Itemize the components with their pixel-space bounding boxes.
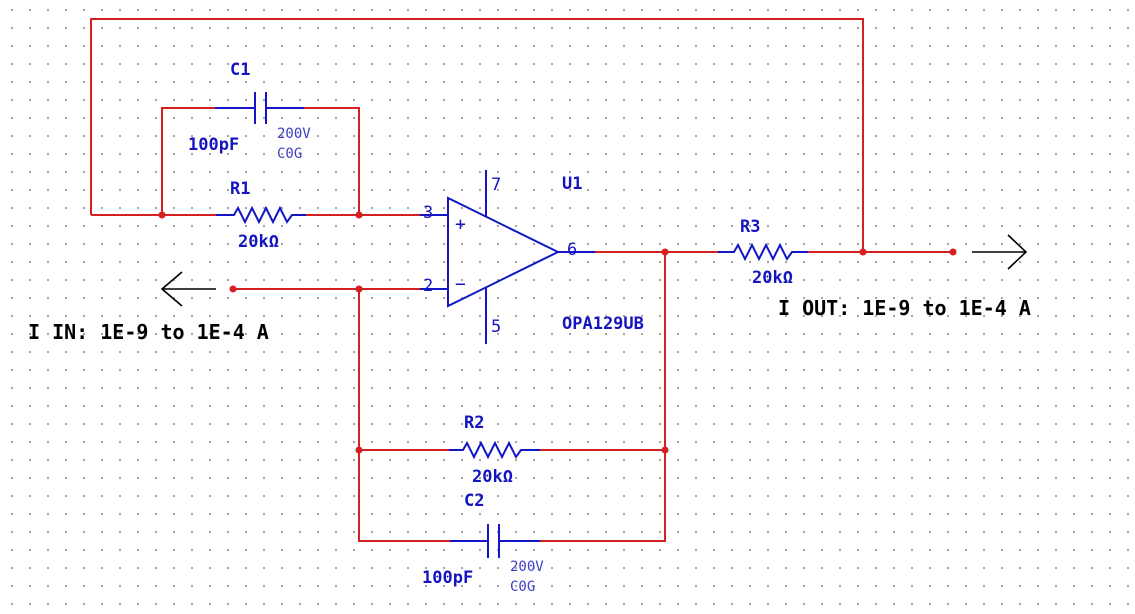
r2-ref-label: R2 (464, 413, 484, 433)
opamp-u1[interactable]: + − 3 2 6 7 5 U1 OPA129UB (420, 170, 644, 344)
resistor-r3[interactable]: R3 20kΩ (718, 217, 808, 288)
wire-outer-feedback (90, 18, 864, 252)
pin-7-label: 7 (491, 175, 501, 195)
r3-value-label: 20kΩ (752, 268, 793, 288)
resistor-r2[interactable]: R2 20kΩ (449, 413, 540, 487)
junction-dot (355, 211, 363, 219)
opamp-minus-sign: − (455, 274, 466, 295)
junction-dot (949, 248, 957, 256)
junction-dot (859, 248, 867, 256)
c2-voltage-label: 200V (510, 559, 544, 575)
opamp-pins (420, 170, 595, 344)
capacitor-symbol (450, 524, 540, 558)
r3-ref-label: R3 (740, 217, 760, 237)
junction-dot (355, 446, 363, 454)
capacitor-symbol (215, 92, 304, 124)
junction-dot (661, 446, 669, 454)
c2-dielectric-label: C0G (510, 579, 535, 595)
input-port: I IN: 1E-9 to 1E-4 A (28, 271, 269, 344)
junction-dot (158, 211, 166, 219)
u1-part-label: OPA129UB (562, 314, 644, 334)
pin-3-label: 3 (423, 203, 433, 223)
r1-value-label: 20kΩ (238, 232, 279, 252)
resistor-r1[interactable]: R1 20kΩ (216, 179, 306, 252)
junction-dot (355, 285, 363, 293)
c1-voltage-label: 200V (277, 126, 311, 142)
junction-dot (229, 285, 237, 293)
junctions (158, 211, 957, 454)
c1-ref-label: C1 (230, 60, 250, 80)
output-port: I OUT: 1E-9 to 1E-4 A (778, 234, 1031, 320)
c2-ref-label: C2 (464, 491, 484, 511)
u1-ref-label: U1 (562, 174, 582, 194)
pin-6-label: 6 (567, 240, 577, 260)
c1-value-label: 100pF (188, 135, 239, 155)
opamp-triangle (447, 196, 561, 308)
output-arrow-icon (972, 234, 1028, 270)
resistor-symbol (718, 242, 808, 262)
r2-value-label: 20kΩ (472, 467, 513, 487)
c1-dielectric-label: C0G (277, 146, 302, 162)
opamp-plus-sign: + (455, 214, 466, 235)
input-label: I IN: 1E-9 to 1E-4 A (28, 320, 269, 344)
pin-5-label: 5 (491, 317, 501, 337)
input-arrow-icon (160, 271, 216, 307)
junction-dot (661, 248, 669, 256)
r1-ref-label: R1 (230, 179, 250, 199)
pin-2-label: 2 (423, 276, 433, 296)
output-label: I OUT: 1E-9 to 1E-4 A (778, 296, 1031, 320)
resistor-symbol (216, 205, 306, 225)
wire-lower-left (358, 289, 488, 542)
wires (90, 18, 953, 542)
capacitor-c1[interactable]: C1 100pF 200V C0G (188, 60, 311, 162)
wire-lower-right (504, 252, 666, 542)
capacitor-c2[interactable]: C2 100pF 200V C0G (422, 491, 544, 595)
resistor-symbol (449, 440, 540, 460)
c2-value-label: 100pF (422, 568, 473, 588)
